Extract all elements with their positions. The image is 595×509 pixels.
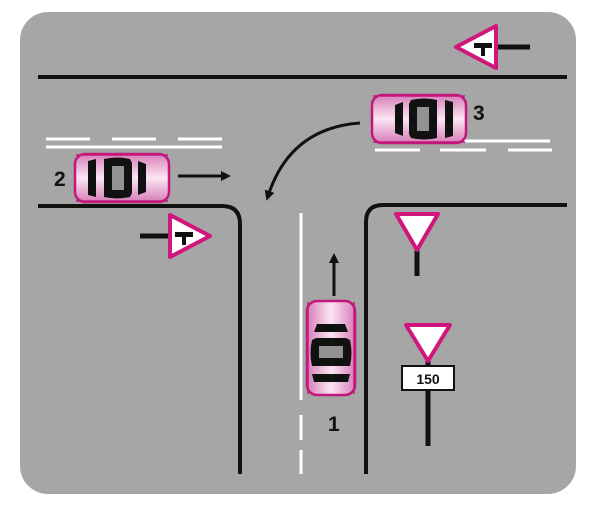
yield-sign-with-distance-plate: 150 <box>401 323 455 446</box>
vehicle-1: 1 <box>305 253 357 436</box>
vehicle-3-label: 3 <box>473 102 485 125</box>
vehicle-2-label: 2 <box>54 168 66 191</box>
yield-sign <box>394 212 440 276</box>
road-edge-bottom-right <box>364 203 567 474</box>
vehicle-3: 3 <box>264 93 485 201</box>
road-background <box>20 12 576 494</box>
distance-plate-text: 150 <box>416 371 440 387</box>
vehicle-1-label: 1 <box>328 413 340 436</box>
road-layout-icon <box>474 43 492 56</box>
road-layout-icon <box>175 232 193 245</box>
main-road-direction-sign-top <box>454 24 530 70</box>
lane-markings-left <box>46 137 222 149</box>
vehicle-2: 2 <box>54 152 231 204</box>
main-road-direction-sign-left <box>140 213 212 259</box>
vehicle-3-turn-arrow <box>264 121 361 201</box>
road-edge-bottom-left <box>38 204 242 474</box>
distance-plate <box>401 365 455 391</box>
